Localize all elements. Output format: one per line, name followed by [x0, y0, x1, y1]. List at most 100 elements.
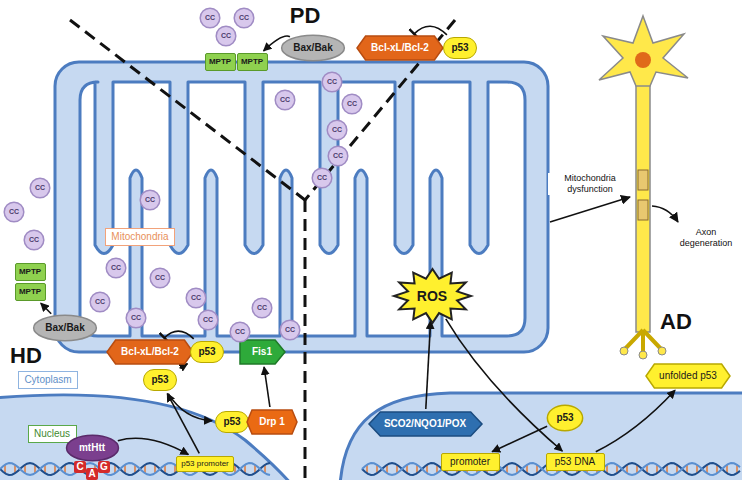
nucleus-left	[0, 395, 292, 480]
arrow-connector	[264, 367, 270, 407]
node-text: SCO2/NQO1/POX	[384, 418, 466, 430]
node-text: CC	[191, 294, 201, 302]
nucleus-right	[340, 393, 742, 480]
hexagon-node: Bcl-xL/Bcl-2	[107, 340, 193, 364]
node-text: mtHtt	[79, 442, 105, 454]
cytochrome-c: CC	[150, 268, 170, 288]
node-text: Mitochondria	[111, 231, 168, 243]
node-text: MPTP	[209, 57, 231, 66]
arrow-connector	[41, 303, 51, 314]
node-text: CC	[333, 152, 343, 160]
protein-tag: p53	[215, 411, 249, 433]
nucleotide-letter: G	[98, 461, 110, 473]
label: Axon degeneration	[674, 227, 738, 249]
arrow-connector	[492, 426, 547, 451]
cytochrome-c: CC	[24, 230, 44, 250]
cytochrome-c: CC	[126, 308, 146, 328]
node-text: Bax/Bak	[45, 322, 84, 334]
cytochrome-c: CC	[342, 94, 362, 114]
node-text: p53	[151, 374, 168, 386]
node-text: CC	[95, 298, 105, 306]
node-text: CC	[155, 274, 165, 282]
node-text: Bcl-xL/Bcl-2	[121, 346, 179, 358]
text-box: MPTP	[15, 283, 46, 301]
cytochrome-c: CC	[198, 310, 218, 330]
arrow-node: Fis1	[240, 340, 285, 364]
node-text: CC	[235, 328, 245, 336]
text-box: Mitochondria	[105, 228, 175, 246]
ellipse-node: Bax/Bak	[33, 315, 97, 341]
node-text: Bax/Bak	[293, 42, 332, 54]
text-box: MPTP	[205, 53, 236, 71]
node-text: p53	[451, 42, 468, 54]
node-text: CC	[145, 196, 155, 204]
hexagon-node: Drp 1	[247, 410, 297, 434]
protein-tag: p53	[190, 341, 224, 363]
node-text: promoter	[450, 456, 490, 468]
cristae	[80, 82, 525, 336]
dysfunction-arrow	[550, 197, 630, 222]
hexagon-node: Bcl-xL/Bcl-2	[357, 36, 443, 60]
node-text: p53	[223, 416, 240, 428]
node-text: CC	[35, 184, 45, 192]
node-text: CC	[317, 174, 327, 182]
label: PD	[290, 3, 321, 29]
cytochrome-c: CC	[275, 90, 295, 110]
cytochrome-c: CC	[186, 288, 206, 308]
node-text: p53	[198, 346, 215, 358]
ellipse-node: p53	[547, 405, 583, 431]
nucleotide-letter: C	[74, 461, 85, 473]
nucleotide-letter: A	[86, 468, 97, 480]
cytochrome-c: CC	[30, 178, 50, 198]
node-text: MPTP	[241, 57, 263, 66]
node-text: CC	[332, 126, 342, 134]
node-text: CC	[239, 14, 249, 22]
star-node: ROS	[394, 269, 471, 323]
protein-tag: p53	[443, 37, 477, 59]
node-text: CC	[29, 236, 39, 244]
node-text: CC	[111, 264, 121, 272]
node-text: CC	[203, 316, 213, 324]
text-box: Nucleus	[28, 425, 77, 443]
label: HD	[10, 343, 42, 369]
node-text: CC	[221, 32, 231, 40]
arrow-connector	[167, 394, 199, 454]
text-box: p53 promoter	[176, 456, 234, 472]
node-text: p53 promoter	[181, 459, 229, 468]
node-text: p53 DNA	[555, 456, 596, 468]
protein-tag: p53	[143, 369, 177, 391]
node-text: CC	[9, 208, 19, 216]
ellipse-node: mtHtt	[66, 435, 119, 461]
ellipse-node: Bax/Bak	[281, 35, 345, 61]
node-text: Nucleus	[34, 428, 70, 440]
arrow-connector	[168, 394, 212, 421]
cytochrome-c: CC	[90, 292, 110, 312]
node-text: CC	[347, 100, 357, 108]
node-text: CC	[205, 14, 215, 22]
node-text: Fis1	[252, 346, 272, 358]
node-text: Bcl-xL/Bcl-2	[371, 42, 429, 54]
text-box: p53 DNA	[546, 453, 605, 471]
cytochrome-c: CC	[327, 120, 347, 140]
text-box: MPTP	[15, 263, 46, 281]
cytochrome-c: CC	[328, 146, 348, 166]
node-text: CC	[131, 314, 141, 322]
cytochrome-c: CC	[4, 202, 24, 222]
hexagon-node: unfolded p53	[646, 364, 730, 388]
arrow-connector	[118, 438, 189, 454]
text-box: Cytoplasm	[18, 371, 78, 389]
degeneration-arrow	[652, 206, 678, 222]
cytochrome-c: CC	[312, 168, 332, 188]
cytochrome-c: CC	[230, 322, 250, 342]
node-text: Drp 1	[259, 416, 285, 428]
node-text: CC	[327, 78, 337, 86]
text-box: MPTP	[237, 53, 268, 71]
cytochrome-c: CC	[216, 26, 236, 46]
text-box: promoter	[441, 453, 500, 471]
cytochrome-c: CC	[322, 72, 342, 92]
cytochrome-c: CC	[106, 258, 126, 278]
node-text: ROS	[417, 288, 447, 304]
node-text: CC	[257, 304, 267, 312]
node-text: CC	[285, 326, 295, 334]
